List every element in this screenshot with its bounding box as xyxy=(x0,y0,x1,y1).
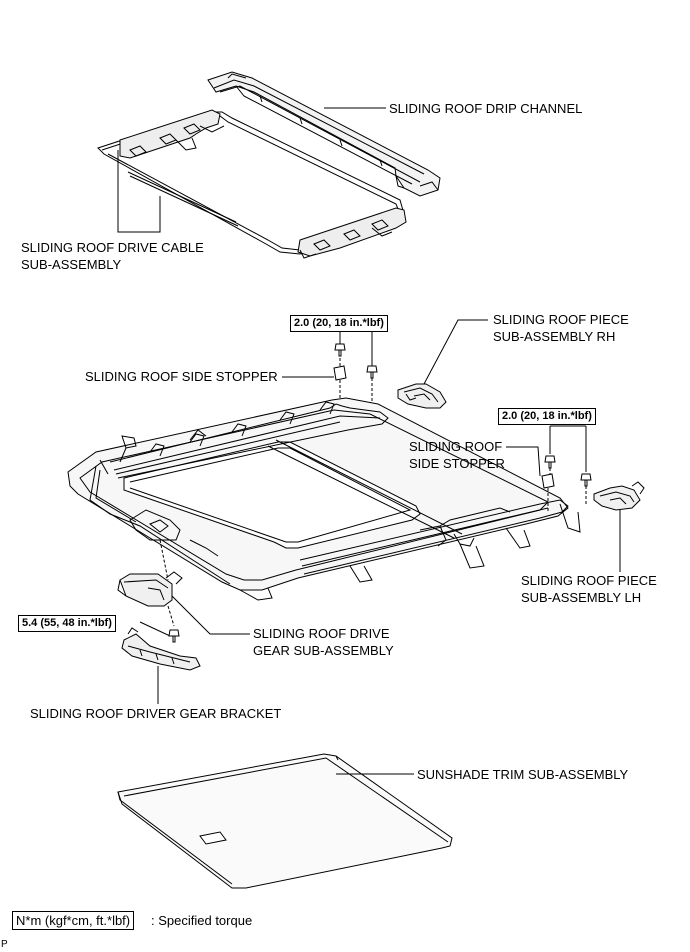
roof-piece-rh-part xyxy=(397,383,447,409)
label-drive-gear-line2: GEAR SUB-ASSEMBLY xyxy=(253,643,394,658)
label-drive-gear-line1: SLIDING ROOF DRIVE xyxy=(253,626,390,641)
label-piece-rh-line1: SLIDING ROOF PIECE xyxy=(493,312,629,327)
drive-cable-part xyxy=(97,109,407,259)
right-fasteners xyxy=(541,425,592,512)
label-gear-bracket: SLIDING ROOF DRIVER GEAR BRACKET xyxy=(30,706,282,721)
gear-bracket-part xyxy=(121,627,201,671)
label-side-stopper-right-line2: SIDE STOPPER xyxy=(409,456,505,471)
legend-torque-units: N*m (kgf*cm, ft.*lbf) xyxy=(12,911,135,930)
sunshade-part xyxy=(117,753,453,889)
drive-gear-part xyxy=(117,539,183,627)
top-fasteners xyxy=(333,329,378,406)
label-side-stopper-right-line1: SLIDING ROOF xyxy=(409,439,503,454)
label-drive-cable-line1: SLIDING ROOF DRIVE CABLE xyxy=(21,240,204,255)
torque-spec-right: 2.0 (20, 18 in.*lbf) xyxy=(498,408,596,425)
label-side-stopper-top: SLIDING ROOF SIDE STOPPER xyxy=(85,369,278,384)
roof-piece-lh-part xyxy=(593,481,645,511)
label-piece-lh-line2: SUB-ASSEMBLY LH xyxy=(521,590,642,605)
drip-channel-part xyxy=(207,71,441,197)
label-sunshade: SUNSHADE TRIM SUB-ASSEMBLY xyxy=(417,767,629,782)
gear-bolt xyxy=(168,629,180,643)
label-piece-lh-line1: SLIDING ROOF PIECE xyxy=(521,573,657,588)
sliding-roof-frame xyxy=(67,397,581,601)
label-piece-rh-line2: SUB-ASSEMBLY RH xyxy=(493,329,616,344)
label-drip-channel: SLIDING ROOF DRIP CHANNEL xyxy=(389,101,583,116)
legend-description: : Specified torque xyxy=(151,913,253,928)
torque-spec-top: 2.0 (20, 18 in.*lbf) xyxy=(290,315,388,332)
label-drive-cable-line2: SUB-ASSEMBLY xyxy=(21,257,122,272)
torque-spec-gear: 5.4 (55, 48 in.*lbf) xyxy=(18,615,116,632)
figure-code: P xyxy=(1,939,8,950)
